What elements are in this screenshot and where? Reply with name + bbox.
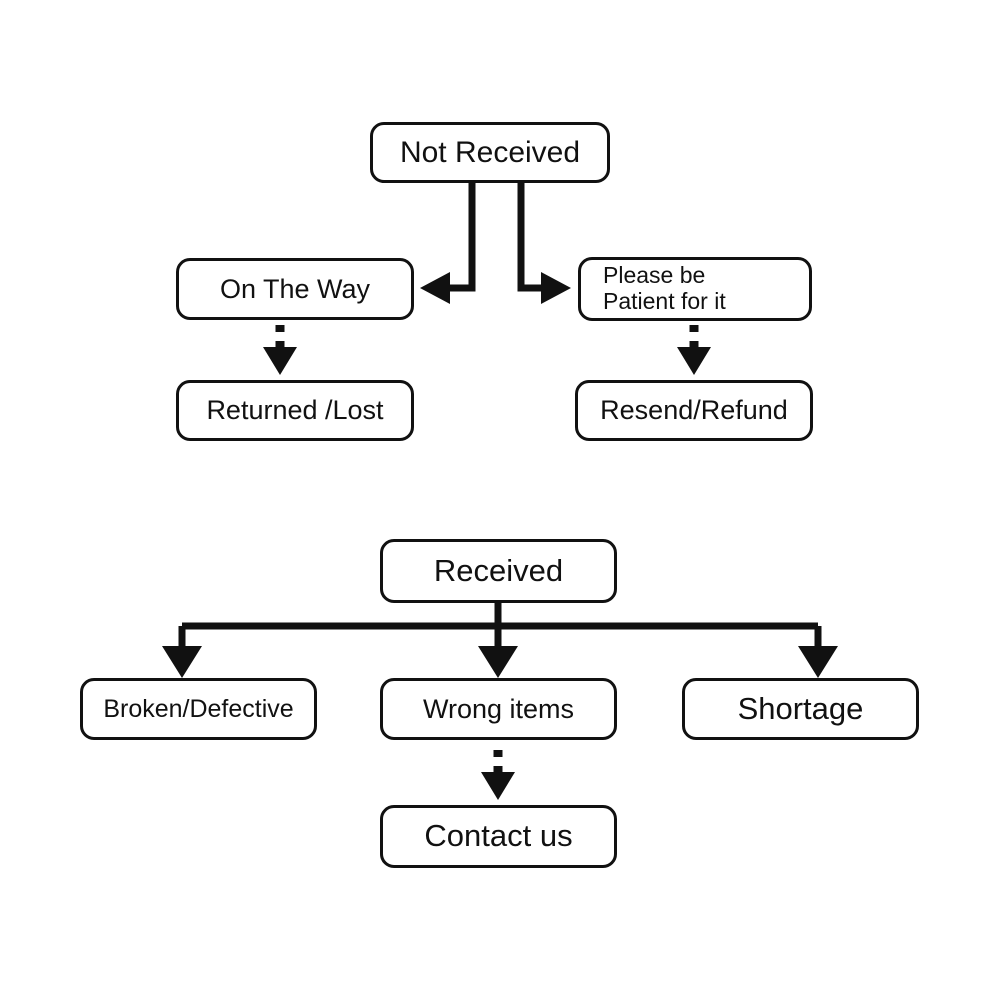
node-label: Resend/Refund xyxy=(600,395,788,426)
node-label: Please be Patient for it xyxy=(603,262,726,314)
edge-received-to-broken-defective xyxy=(162,626,202,678)
edge-on-the-way-to-returned-lost xyxy=(263,325,297,375)
edge-received-three-way-trunk xyxy=(182,603,818,630)
edge-not-received-to-please-be-patient xyxy=(517,183,571,304)
node-not-received[interactable]: Not Received xyxy=(370,122,610,183)
edge-wrong-items-to-contact-us xyxy=(481,750,515,800)
edge-please-be-patient-to-resend-refund xyxy=(677,325,711,375)
node-label: On The Way xyxy=(219,273,371,304)
node-contact-us[interactable]: Contact us xyxy=(380,805,617,868)
node-label: Wrong items xyxy=(422,693,575,724)
edge-received-to-shortage xyxy=(798,626,838,678)
edge-not-received-to-on-the-way xyxy=(420,183,476,304)
node-on-the-way[interactable]: On The Way xyxy=(176,258,414,320)
node-received[interactable]: Received xyxy=(380,539,617,603)
node-broken-defective[interactable]: Broken/Defective xyxy=(80,678,317,740)
node-label: Shortage xyxy=(737,690,864,726)
node-label: Returned /Lost xyxy=(206,395,384,426)
node-returned-lost[interactable]: Returned /Lost xyxy=(176,380,414,441)
node-shortage[interactable]: Shortage xyxy=(682,678,919,740)
node-label: Received xyxy=(433,552,564,588)
node-resend-refund[interactable]: Resend/Refund xyxy=(575,380,813,441)
node-label: Broken/Defective xyxy=(103,695,294,723)
node-label: Contact us xyxy=(424,818,573,854)
node-wrong-items[interactable]: Wrong items xyxy=(380,678,617,740)
node-label: Not Received xyxy=(399,135,581,169)
node-please-be-patient[interactable]: Please be Patient for it xyxy=(578,257,812,321)
edge-received-to-wrong-items xyxy=(478,626,518,678)
